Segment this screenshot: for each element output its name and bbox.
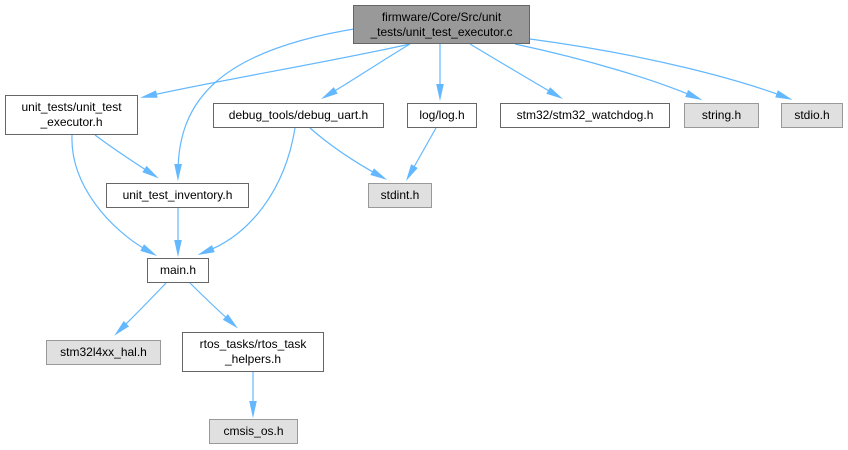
edge-executor-c-to-watchdog-h: [469, 43, 557, 96]
edge-executor-c-to-executor-h: [147, 43, 411, 97]
edge-executor-c-to-executor-h-arrowhead: [140, 90, 158, 98]
edge-executor-c-to-stdio-h: [529, 38, 786, 98]
edge-main-h-to-hal-h-arrowhead: [114, 320, 130, 336]
node-main-h[interactable]: main.h: [147, 258, 209, 283]
edge-inventory-h-to-main-h-arrowhead: [174, 240, 182, 258]
edge-executor-c-to-debug-uart-h-arrowhead: [321, 87, 338, 100]
node-stdint-h: stdint.h: [368, 183, 432, 208]
edge-executor-c-to-string-h-arrowhead: [685, 90, 703, 101]
edge-main-h-to-rtos-h-arrowhead: [222, 314, 238, 329]
edge-executor-h-to-main-h: [71, 134, 151, 253]
edge-main-h-to-hal-h: [119, 282, 167, 331]
edge-executor-c-to-string-h: [514, 43, 696, 98]
edge-executor-h-to-inventory-h-arrowhead: [142, 165, 159, 179]
edge-executor-c-to-debug-uart-h: [327, 43, 411, 96]
edge-executor-h-to-main-h-arrowhead: [140, 244, 158, 256]
node-unit-test-inventory-h[interactable]: unit_test_inventory.h: [106, 183, 249, 208]
edge-log-h-to-stdint-h-arrowhead: [406, 164, 418, 182]
node-unit-test-executor-h[interactable]: unit_tests/unit_test _executor.h: [5, 95, 138, 135]
node-cmsis-os-h: cmsis_os.h: [209, 419, 298, 444]
edge-executor-c-to-inventory-h-arrowhead: [174, 163, 182, 182]
node-rtos-task-helpers-h[interactable]: rtos_tasks/rtos_task _helpers.h: [182, 332, 324, 372]
edge-executor-c-to-stdio-h-arrowhead: [775, 90, 793, 100]
edge-debug-uart-to-main-h: [204, 127, 296, 253]
node-stm32l4xx-hal-h: stm32l4xx_hal.h: [46, 340, 161, 365]
node-debug-uart-h[interactable]: debug_tools/debug_uart.h: [213, 103, 384, 128]
edge-executor-c-to-log-h-arrowhead: [436, 84, 444, 102]
edge-executor-h-to-inventory-h: [94, 134, 153, 175]
node-unit-test-executor-c: firmware/Core/Src/unit _tests/unit_test_…: [353, 5, 530, 44]
node-string-h: string.h: [684, 103, 759, 128]
node-log-h[interactable]: log/log.h: [407, 103, 477, 128]
node-stdio-h: stdio.h: [781, 103, 843, 128]
edge-executor-c-to-inventory-h: [177, 27, 361, 174]
edge-debug-uart-to-stdint-h-arrowhead: [370, 168, 388, 180]
edge-debug-uart-to-main-h-arrowhead: [197, 245, 215, 255]
edge-executor-c-to-watchdog-h-arrowhead: [546, 87, 564, 100]
edge-rtos-h-to-cmsis-h-arrowhead: [249, 401, 257, 419]
edge-debug-uart-to-stdint-h: [309, 127, 381, 177]
node-stm32-watchdog-h[interactable]: stm32/stm32_watchdog.h: [500, 103, 670, 128]
